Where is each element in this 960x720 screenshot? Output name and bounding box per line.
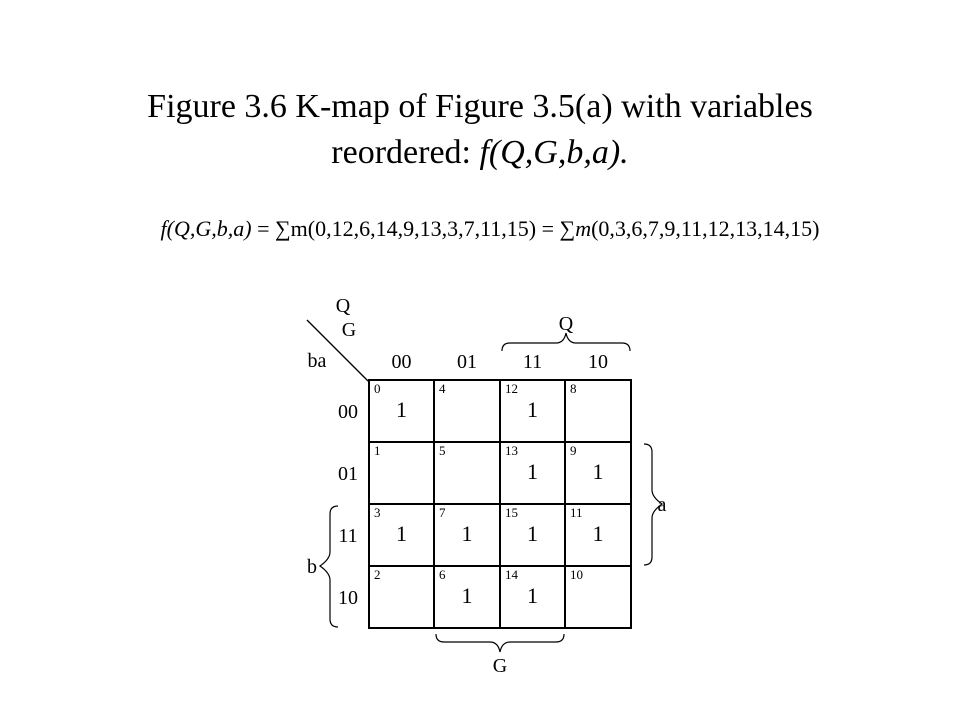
cell-minterm-index: 0: [374, 381, 381, 396]
kmap-cell: 2: [374, 567, 381, 582]
title-line-1: Figure 3.6 K-map of Figure 3.5(a) with v…: [147, 88, 813, 125]
kmap-cell: 91: [570, 443, 604, 484]
column-headers: 00 01 11 10: [392, 351, 609, 373]
cell-value: 1: [396, 521, 407, 546]
cell-value: 1: [593, 521, 604, 546]
kmap-grid: [368, 379, 632, 629]
column-header: 10: [588, 351, 608, 373]
kmap-cell: 8: [570, 381, 577, 396]
cell-minterm-index: 10: [570, 567, 583, 582]
equation-sum-symbol: ∑m: [559, 216, 592, 241]
corner-label-q: Q: [336, 295, 351, 317]
cell-minterm-index: 4: [439, 381, 446, 396]
kmap-cell: 15 1: [505, 505, 538, 546]
cell-minterm-index: 2: [374, 567, 381, 582]
cell-value: 1: [462, 583, 473, 608]
title-line-2-prefix: reordered:: [331, 134, 480, 171]
cell-value: 1: [527, 459, 538, 484]
brace-g: [435, 633, 565, 653]
brace-label-q: Q: [559, 313, 574, 335]
cell-minterm-index: 5: [439, 443, 446, 458]
cell-minterm-index: 13: [505, 443, 518, 458]
cell-value: 1: [593, 459, 604, 484]
cell-value: 1: [527, 521, 538, 546]
corner-label-g: G: [342, 319, 356, 341]
kmap-cell: 10: [570, 567, 583, 582]
minterm-equation: f(Q,G,b,a) = ∑m(0,12,6,14,9,13,3,7,11,15…: [0, 214, 960, 244]
cell-minterm-index: 6: [439, 567, 446, 582]
kmap-cell: 5: [439, 443, 446, 458]
corner-diagonal: [306, 319, 369, 382]
title-line-2: reordered: f(Q,G,b,a).: [0, 130, 960, 176]
brace-label-b: b: [307, 556, 317, 578]
title-line-2-function: f(Q,G,b,a).: [479, 134, 629, 171]
cell-minterm-index: 9: [570, 443, 577, 458]
row-header: 00: [338, 401, 358, 423]
cell-minterm-index: 11: [570, 505, 583, 520]
brace-q: [501, 332, 631, 352]
cell-value: 1: [396, 397, 407, 422]
column-header: 11: [523, 351, 542, 373]
cell-minterm-index: 3: [374, 505, 381, 520]
column-header: 01: [457, 351, 477, 373]
cell-minterm-index: 7: [439, 505, 446, 520]
kmap-cell: 61: [439, 567, 473, 608]
cell-minterm-index: 1: [374, 443, 381, 458]
kmap-cell: 1: [374, 443, 381, 458]
cell-minterm-index: 14: [505, 567, 519, 582]
kmap-cell: 12 1: [505, 381, 538, 422]
cell-minterm-index: 15: [505, 505, 518, 520]
brace-label-a: a: [658, 494, 667, 516]
kmap-cell: 71: [439, 505, 473, 546]
brace-label-g: G: [493, 655, 507, 677]
row-header: 10: [338, 587, 358, 609]
equation-lhs: f(Q,G,b,a): [160, 216, 252, 241]
kmap-cell: 31: [374, 505, 407, 546]
corner-label-ba: ba: [308, 350, 327, 372]
row-headers: 00 01 11 10: [338, 401, 358, 609]
brace-b: [318, 505, 339, 628]
kmap-cell: 4: [439, 381, 446, 396]
brace-a: [643, 443, 664, 566]
kmap-cell: 14 1: [505, 567, 538, 608]
equation-part-2: (0,3,6,7,9,11,12,13,14,15): [591, 216, 820, 241]
row-header: 01: [338, 463, 358, 485]
equation-part-1: = ∑m(0,12,6,14,9,13,3,7,11,15) =: [251, 216, 560, 241]
row-header: 11: [338, 525, 357, 547]
cell-value: 1: [527, 583, 538, 608]
cell-minterm-index: 8: [570, 381, 577, 396]
cell-value: 1: [462, 521, 473, 546]
kmap-cell: 111: [570, 505, 604, 546]
cell-value: 1: [527, 397, 538, 422]
cell-minterm-index: 12: [505, 381, 518, 396]
column-header: 00: [392, 351, 412, 373]
figure-title: Figure 3.6 K-map of Figure 3.5(a) with v…: [0, 84, 960, 176]
kmap-cell: 13 1: [505, 443, 538, 484]
kmap-cell: 01: [374, 381, 407, 422]
